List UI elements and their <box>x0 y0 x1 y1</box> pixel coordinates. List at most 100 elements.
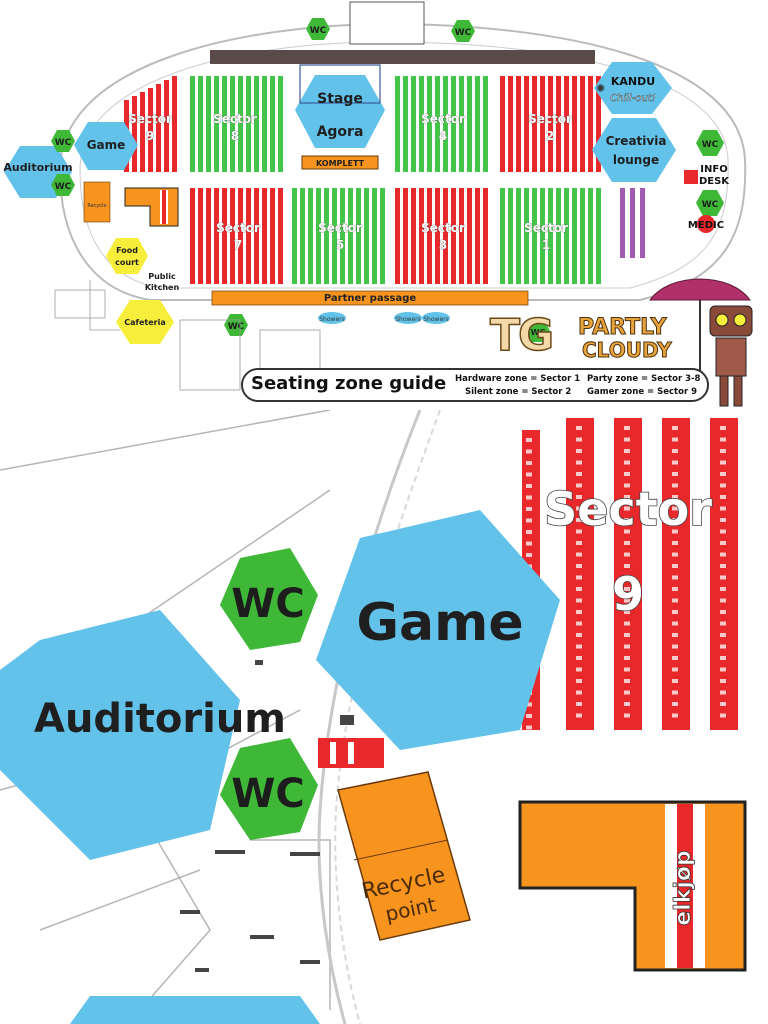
seat-row <box>270 188 275 284</box>
seat-row <box>524 188 529 284</box>
seat-row <box>206 188 211 284</box>
seat-row <box>435 76 440 172</box>
zoom-seat-dot <box>576 633 582 637</box>
zoom-seat-dot <box>576 449 582 453</box>
seat-row <box>548 188 553 284</box>
svg-text:WC: WC <box>455 28 472 38</box>
seat-row <box>164 80 169 172</box>
seat-row <box>316 188 321 284</box>
zoom-seat-dot <box>672 437 678 442</box>
seat-row <box>556 188 561 284</box>
legend-title: Seating zone guide <box>251 373 447 394</box>
info-desk-label: INFO <box>700 164 727 175</box>
zoom-seat-dot <box>672 656 678 660</box>
zoom-seat-dot <box>526 725 532 730</box>
cafeteria-hex[interactable] <box>116 300 174 344</box>
seat-row <box>572 76 577 172</box>
seat-row <box>451 76 456 172</box>
seat-row <box>246 76 251 172</box>
zoom-seat-dot <box>624 495 630 499</box>
seat-row <box>508 188 513 284</box>
zoom-seat-dot <box>576 575 582 580</box>
public-kitchen-sub: Kitchen <box>145 283 180 292</box>
wc-badge-bottom-2 <box>526 320 550 342</box>
game-hex[interactable] <box>74 122 138 170</box>
seat-row <box>214 188 219 284</box>
recycle-point-small <box>83 181 111 223</box>
zoom-seat-dot <box>576 472 582 476</box>
food-court-sub: court <box>115 258 139 267</box>
seat-row <box>596 188 601 284</box>
zoom-annotations <box>180 660 354 972</box>
sector-4-num: 4 <box>439 129 447 143</box>
seat-row <box>475 76 480 172</box>
seat-row <box>540 188 545 284</box>
seat-row <box>270 76 275 172</box>
zoom-seat-dot <box>624 483 630 488</box>
seat-row <box>372 188 377 284</box>
zoom-wc-badge-1 <box>220 548 318 650</box>
sector-7-num: 7 <box>234 238 242 252</box>
zoom-seat-dot <box>720 598 726 603</box>
svg-text:WC: WC <box>228 322 245 332</box>
creativia-hex[interactable] <box>592 118 676 182</box>
info-desk-sub: DESK <box>699 176 730 187</box>
zoom-game-hex[interactable] <box>316 510 560 750</box>
zoom-seat-dot <box>526 541 532 546</box>
svg-text:Showers: Showers <box>395 316 420 323</box>
creativia-label: Creativia <box>606 134 667 148</box>
zoom-bottom-hex-partial <box>70 996 320 1024</box>
zoom-seat-dot <box>672 667 678 672</box>
food-court-label: Food <box>116 246 138 255</box>
zoom-auditorium-hex[interactable] <box>0 610 240 860</box>
svg-text:WC: WC <box>55 182 72 192</box>
game-label: Game <box>87 138 126 152</box>
seat-row <box>380 188 385 284</box>
seat-row <box>222 76 227 172</box>
wc-badge-top-right <box>451 20 475 42</box>
seat-row <box>427 188 432 284</box>
seat-row <box>483 188 488 284</box>
zoom-seat-dot <box>672 621 678 626</box>
seat-row <box>190 188 195 284</box>
auditorium-label: Auditorium <box>3 161 72 174</box>
zoom-seat-dot <box>576 529 582 534</box>
seat-row <box>230 188 235 284</box>
seat-row <box>459 76 464 172</box>
seat-row <box>262 188 267 284</box>
agora-label: Agora <box>317 124 364 140</box>
seat-row <box>156 84 161 172</box>
seat-row <box>564 188 569 284</box>
zoom-seat-dot <box>672 552 678 557</box>
svg-text:Showers: Showers <box>319 316 344 323</box>
zoom-seat-dot <box>576 506 582 511</box>
zoomed-map-detail: Sector 9 Game Auditorium WC WC Recycle p… <box>0 410 768 1024</box>
food-court-hex[interactable] <box>106 238 148 274</box>
partly-text: PARTLY <box>578 315 668 341</box>
seat-row <box>222 188 227 284</box>
zoom-seat-dot <box>720 541 726 545</box>
purple-rows <box>620 188 645 258</box>
zoom-seat-dot <box>672 679 678 683</box>
zoom-seat-dot <box>576 483 582 488</box>
zoom-seat-dot <box>576 564 582 568</box>
seat-row <box>500 76 505 172</box>
stage-hex[interactable] <box>295 75 385 148</box>
zoom-seat-dot <box>720 667 726 672</box>
zoom-seat-dot <box>720 713 726 718</box>
seat-row <box>588 188 593 284</box>
seat-row <box>467 188 472 284</box>
zoom-seat-dot <box>624 541 630 545</box>
seat-row <box>206 76 211 172</box>
seat-row <box>500 188 505 284</box>
kandu-hex[interactable] <box>594 62 672 114</box>
zoom-seat-dot <box>672 460 678 465</box>
zoom-seat-dot <box>624 702 630 706</box>
seat-row <box>516 76 521 172</box>
zoom-seat-dot <box>526 553 532 557</box>
seat-row <box>364 188 369 284</box>
zoom-seat-dot <box>576 460 582 465</box>
seat-row <box>403 76 408 172</box>
zoom-seat-dot <box>576 518 582 522</box>
zoom-seat-dot <box>720 587 726 591</box>
